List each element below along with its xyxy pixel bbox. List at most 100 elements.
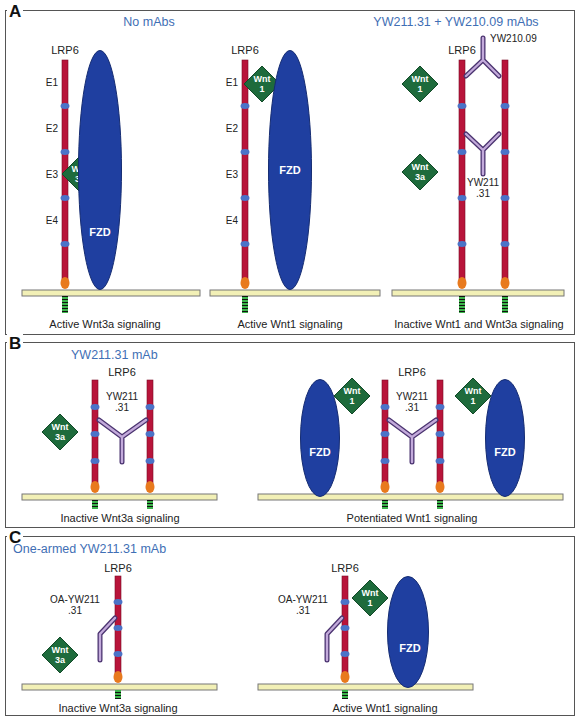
intracellular-tail [62,296,68,313]
panel: ANo mAbsYW211.31 + YW210.09 mAbsWnt 3aFZ… [5,10,575,335]
panel-letter: B [7,334,23,354]
domain-linker [458,103,467,109]
juxtamembrane [146,481,155,493]
one-armed-antibody [327,618,342,660]
intracellular-tail [115,690,121,699]
label: Active Wnt1 signaling [332,702,437,714]
label: YW211 .31 [392,391,432,413]
membrane [258,684,473,690]
fzd-ellipse-shape [78,50,122,290]
wnt-label: Wnt 1 [342,386,363,406]
label: E2 [46,123,58,134]
domain-linker [501,241,510,247]
panel-heading: One-armed YW211.31 mAb [13,542,166,556]
juxtamembrane [91,481,100,493]
diamond [42,637,78,673]
label: Active Wnt1 signaling [237,318,342,330]
fzd-ellipse-shape [485,379,525,497]
fzd-label: FZD [89,226,110,239]
ellipse [301,380,340,497]
domain-linker [91,458,100,464]
label: YW210.09 [490,33,537,44]
juxtamembrane [436,481,445,493]
domain-linker [114,651,123,657]
label: LRP6 [448,44,476,56]
panel: BYW211.31 mAbWnt 3aFZDWnt 1Wnt 1FZD [5,342,575,528]
diamond [42,414,78,450]
antibody [466,134,499,174]
domain-linker [436,458,445,464]
label: LRP6 [108,366,136,378]
juxtamembrane [341,671,350,683]
label: Inactive Wnt1 and Wnt3a signaling [394,318,563,330]
wnt-label: Wnt 3a [48,422,73,442]
domain-linker [341,651,350,657]
diamond [334,378,370,414]
label: LRP6 [331,562,359,574]
juxtamembrane [114,671,123,683]
fzd-receptor: FZD [268,50,312,290]
domain-linker [381,458,390,464]
intracellular-tail [242,296,248,313]
juxtamembrane [381,481,390,493]
wnt-label: Wnt 1 [252,74,273,94]
one-armed-antibody [327,618,342,660]
wnt-diamond: Wnt 3a [42,414,78,450]
label: LRP6 [104,562,132,574]
wnt-diamond: Wnt 3a [42,637,78,673]
diamond [352,580,388,616]
antibody [99,420,146,462]
juxtamembrane [241,277,250,289]
label: Potentiated Wnt1 signaling [347,512,478,524]
ellipse [79,51,122,290]
fzd-label: FZD [399,642,420,655]
domain-linker [114,599,123,605]
antibody [466,134,499,174]
antibodies [99,38,499,660]
antibody [389,420,436,462]
membrane [22,290,200,296]
domain-linker [61,103,70,109]
diamond [455,378,491,414]
diamond [402,66,438,102]
label: Active Wnt3a signaling [49,318,160,330]
domain-linker [341,599,350,605]
panel-heading: YW211.31 mAb [71,348,158,362]
wnt-diamond: Wnt 1 [402,66,438,102]
domain-linker [241,149,250,155]
domain-linker [501,195,510,201]
label: E1 [46,77,58,88]
intracellular-tail [147,500,153,509]
label: E4 [226,215,238,226]
label: OA-YW211 .31 [276,594,331,616]
intracellular-tail [502,296,508,313]
wnt-diamond: Wnt 1 [334,378,370,414]
label: YW211 .31 [102,391,142,413]
label: OA-YW211 .31 [48,594,103,616]
fzd-receptor: FZD [485,379,525,497]
label: E2 [226,123,238,134]
label: YW211 .31 [463,177,503,199]
intracellular-tail [342,690,348,699]
one-armed-antibody [100,618,115,660]
domain-linker [458,195,467,201]
membrane [392,290,564,296]
domain-linker [146,431,155,437]
wnt-diamond: Wnt 1 [455,378,491,414]
fzd-ellipse-shape [387,576,429,688]
membrane [258,494,563,500]
domain-linker [241,195,250,201]
wnt-label: Wnt 3a [48,645,73,665]
intracellular-tail [459,296,465,313]
domain-linker [241,241,250,247]
panel-heading: YW211.31 + YW210.09 mAbs [373,15,538,29]
diamond [402,154,438,190]
domain-linker [501,149,510,155]
antibody [389,420,436,462]
label: LRP6 [231,44,259,56]
label: E1 [226,77,238,88]
intracellular-tail [437,500,443,509]
domain-linker [436,404,445,410]
wnt-label: Wnt 1 [410,74,431,94]
domain-linker [114,625,123,631]
